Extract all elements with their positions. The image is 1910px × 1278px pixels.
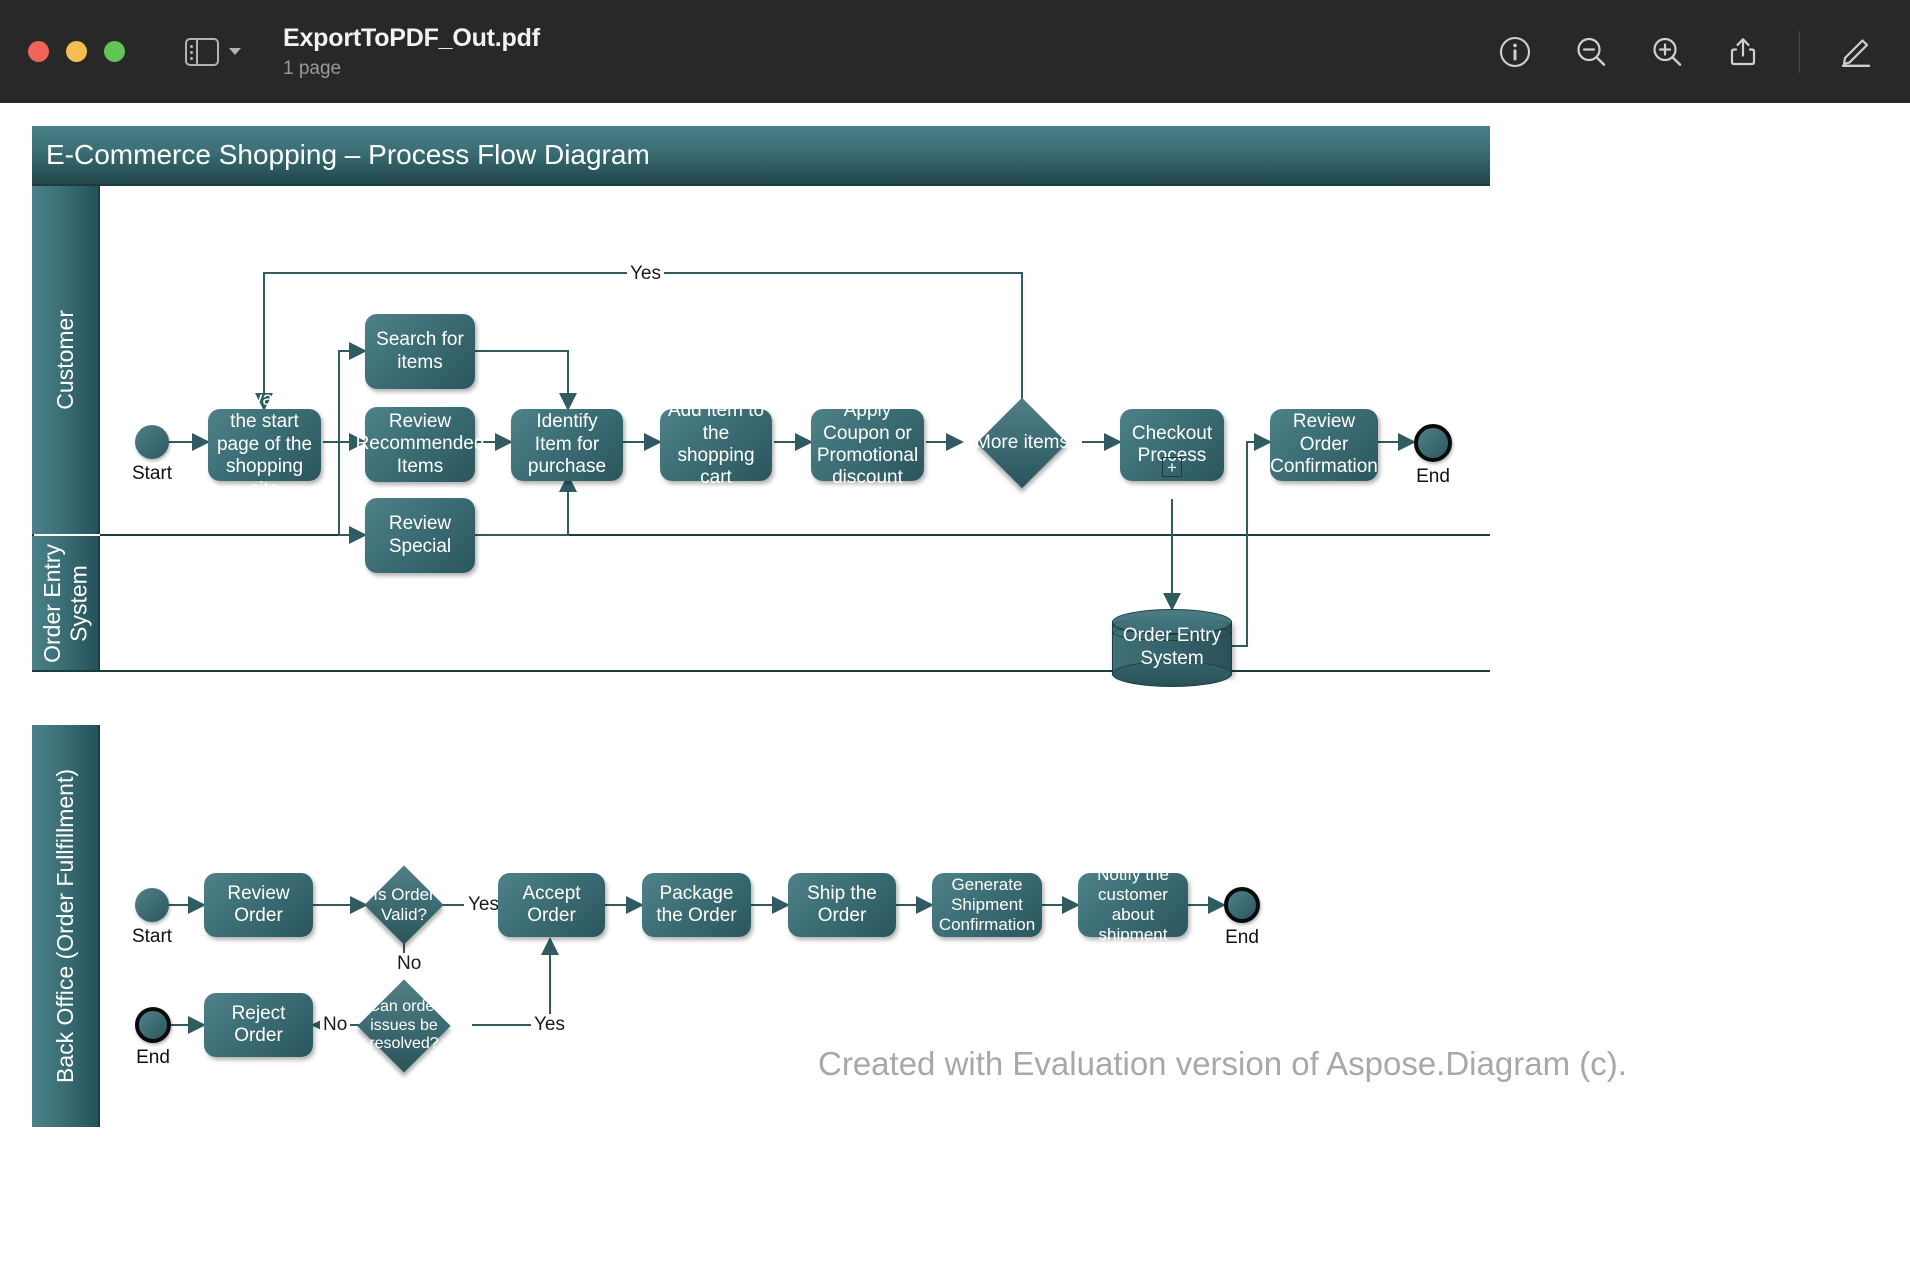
task-package-label: Package the Order [656,882,737,926]
info-button[interactable] [1495,32,1535,72]
task-package-the-order[interactable]: Package the Order [642,873,751,937]
toolbar-divider [1799,30,1800,73]
lane-divider [100,534,1490,536]
end-event-label: End [1416,466,1450,487]
event-start-customer[interactable]: Start [132,425,172,484]
task-notify-customer[interactable]: Notify the customer about shipment [1078,865,1188,944]
share-icon [1730,37,1756,65]
lane-order-entry-text: Order Entry System [38,543,91,663]
markup-button[interactable] [1836,32,1876,72]
task-ship-label: Ship the Order [807,882,877,926]
task-identify-label: Identify Item for purchase [527,411,607,478]
gateway-is-order-valid[interactable]: Is Order Valid? [350,865,458,945]
flow-label-yes-order-valid: Yes [465,894,502,916]
task-review-recommended-items[interactable]: Review Recommended Items [356,407,484,482]
task-add-item-to-cart[interactable]: Add item to the shopping cart [660,400,772,488]
chevron-down-icon [229,48,241,55]
task-review-recommended-label: Review Recommended Items [355,410,485,477]
task-apply-coupon[interactable]: Apply Coupon or Promotional discount [811,400,924,488]
start-event-label-bo: Start [131,926,173,947]
end-event-circle-bo [1224,887,1260,923]
page-title: ExportToPDF_Out.pdf [283,23,540,52]
close-button[interactable] [28,41,49,62]
sidebar-toggle-button[interactable] [185,37,241,66]
lane-label-order-entry-system: Order Entry System [32,536,100,670]
gateway-more-items[interactable]: More items [962,397,1082,489]
info-icon [1499,36,1531,67]
lane-order-entry-system: Order Entry System [32,536,1490,670]
event-end-customer[interactable]: End [1414,424,1452,487]
window-titlebar: ExportToPDF_Out.pdf 1 page [0,0,1910,103]
task-review-order-confirmation[interactable]: Review Order Confirmation [1270,409,1378,481]
end-event-circle-reject [135,1007,171,1043]
document-title-block: ExportToPDF_Out.pdf 1 page [283,24,540,80]
sidebar-icon [185,37,219,66]
task-coupon-label: Apply Coupon or Promotional discount [816,400,919,489]
gateway-is-order-valid-label: Is Order Valid? [373,885,435,924]
start-event-label: Start [131,463,173,484]
maximize-button[interactable] [104,41,125,62]
task-accept-order[interactable]: Accept Order [498,873,605,937]
zoom-out-icon [1577,37,1606,66]
task-accept-order-label: Accept Order [522,882,581,926]
traffic-lights [28,41,125,62]
diagram-title: E-Commerce Shopping – Process Flow Diagr… [32,126,1490,186]
task-search-for-items[interactable]: Search for items [365,314,475,389]
task-review-confirmation-label: Review Order Confirmation [1270,411,1378,478]
start-event-circle-bo [135,888,169,922]
task-checkout-process[interactable]: Checkout Process + [1120,409,1224,481]
start-event-circle [135,425,169,459]
event-start-back-office[interactable]: Start [132,888,172,947]
flow-label-yes-more-items: Yes [627,263,664,285]
task-identify-item[interactable]: Identify Item for purchase [511,409,623,481]
markup-pencil-icon [1841,38,1871,67]
task-ship-the-order[interactable]: Ship the Order [788,873,896,937]
pool-back-office: Back Office (Order Fullfillment) [32,725,1627,1127]
lane-customer-text: Customer [51,310,78,410]
lane-order-entry-body [100,536,1490,670]
zoom-out-button[interactable] [1571,32,1611,72]
zoom-in-button[interactable] [1647,32,1687,72]
pdf-page-canvas[interactable]: E-Commerce Shopping – Process Flow Diagr… [0,103,1910,1278]
minimize-button[interactable] [66,41,87,62]
task-notify-label: Notify the customer about shipment [1097,864,1169,945]
task-review-special-label: Review Special [388,513,452,557]
end-event-label-reject: End [136,1047,170,1068]
task-generate-shipment-confirmation[interactable]: Generate Shipment Confirmation [932,873,1042,937]
task-reject-order-label: Reject Order [231,1002,286,1046]
task-review-order-label: Review Order [227,882,290,926]
flow-label-no-order-valid: No [394,953,425,975]
task-search-label: Search for items [376,329,464,373]
page-count-label: 1 page [283,57,342,79]
end-event-circle [1414,424,1452,462]
task-navigate-start-page[interactable]: Nativate to the start page of the shoppi… [208,389,321,500]
lane-label-customer: Customer [32,186,100,534]
task-generate-label: Generate Shipment Confirmation [938,874,1036,935]
flow-label-no-resolved: No [320,1014,351,1036]
task-add-cart-label: Add item to the shopping cart [667,400,765,489]
share-button[interactable] [1723,32,1763,72]
lane-back-office-text: Back Office (Order Fullfillment) [51,769,78,1083]
pool-ecommerce: E-Commerce Shopping – Process Flow Diagr… [32,126,1490,687]
lane-label-back-office: Back Office (Order Fullfillment) [32,725,100,1127]
task-reject-order[interactable]: Reject Order [204,993,313,1057]
flow-label-yes-resolved: Yes [531,1014,568,1036]
gateway-can-resolve-label: Can order issues be resolved? [368,998,440,1053]
datastore-label: Order Entry System [1122,625,1222,669]
datastore-bottom [1112,661,1232,687]
end-event-label-bo: End [1225,927,1259,948]
task-review-order[interactable]: Review Order [204,873,313,937]
subprocess-plus-icon: + [1162,457,1182,477]
datastore-order-entry-system[interactable]: Order Entry System [1112,609,1232,687]
gateway-can-order-issues-be-resolved[interactable]: Can order issues be resolved? [350,979,458,1073]
task-navigate-label: Nativate to the start page of the shoppi… [216,388,313,500]
event-end-reject[interactable]: End [135,1007,171,1068]
watermark-text: Created with Evaluation version of Aspos… [818,1045,1627,1082]
task-checkout-label: Checkout Process [1131,422,1213,466]
event-end-back-office[interactable]: End [1224,887,1260,948]
zoom-in-icon [1653,37,1682,66]
gateway-more-items-label: More items [975,431,1069,453]
task-review-special[interactable]: Review Special [365,498,475,573]
toolbar [1495,30,1876,73]
